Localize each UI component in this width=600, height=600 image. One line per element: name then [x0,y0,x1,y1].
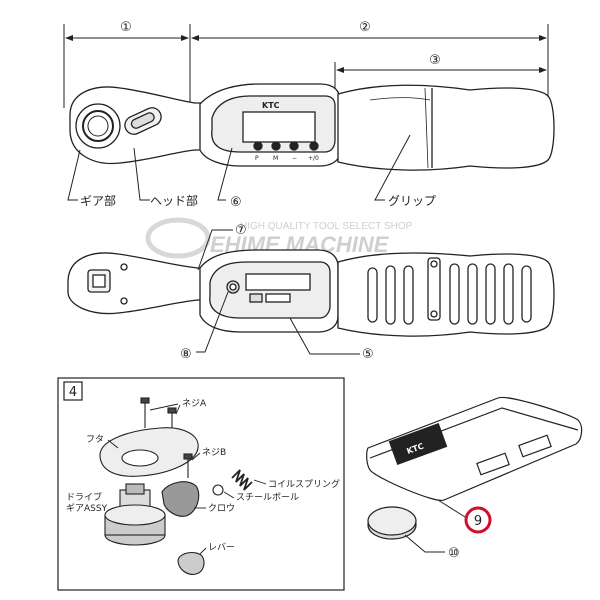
leader-lines-bottom [196,229,360,355]
callout-4: 4 [69,385,77,400]
dimension-lines [63,24,549,108]
leader-lines-top [67,134,411,201]
dimension-label-3: ③ [429,53,441,68]
exploded-parts [99,397,253,575]
button-plus-label: +/0 [308,155,319,162]
exploded-leaders [107,403,267,555]
leader-9 [437,499,466,518]
button-p-label: P [255,155,259,162]
label-coil-spring: コイルスプリング [268,478,340,490]
callout-6: ⑥ [230,195,242,210]
dimension-arrows [65,35,547,73]
wrench-back-view [67,249,555,337]
label-drive-gear: ドライブギアASSY [66,491,108,514]
callout-5: ⑤ [362,347,374,362]
label-screw-a: ネジA [182,398,207,409]
label-head-part: ヘッド部 [150,193,198,208]
callout-8: ⑧ [180,347,192,362]
label-grip: グリップ [388,194,436,208]
button-m-label: M [273,155,278,162]
label-lever: レバー [208,542,235,553]
callout-4-box [63,381,83,401]
part-10-cap [367,506,417,540]
dimension-label-1: ① [120,20,132,35]
wrench-brand: KTC [262,101,280,110]
watermark-tagline: HIGH QUALITY TOOL SELECT SHOP [240,221,413,232]
dimension-label-2: ② [359,20,371,35]
label-steel-ball: スチールボール [236,492,299,503]
label-gear-part: ギア部 [80,193,116,208]
wrench-front-view [69,83,555,171]
label-cover: フタ [86,434,104,445]
callout-7: ⑦ [235,223,247,238]
storage-case [366,396,583,501]
callout-9: 9 [474,514,482,529]
button-minus-label: − [292,155,297,162]
callout-9-circle [464,506,492,534]
callout-10: ⑩ [448,546,460,561]
exploded-view-frame [57,377,345,591]
leader-10 [404,534,445,553]
label-screw-b: ネジB [202,447,226,458]
label-claw: クロウ [208,503,235,514]
